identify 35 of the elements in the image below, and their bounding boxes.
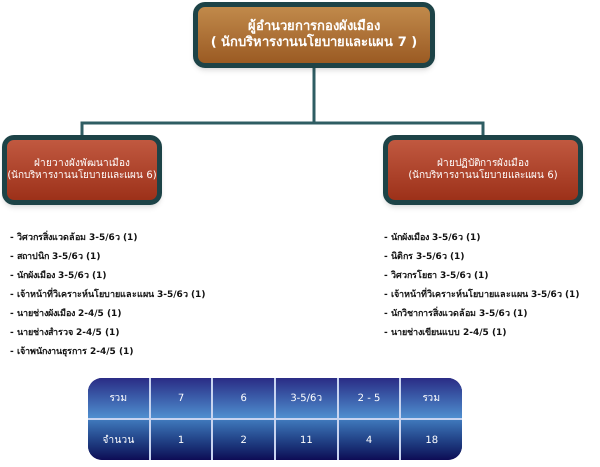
table-cell-text: 1 [178,434,184,448]
table-cell-text: 3-5/6ว [290,392,322,406]
table-cell-text: จำนวน [102,434,134,448]
table-cell-text: 11 [300,434,313,448]
table-cell-text: 18 [425,434,438,448]
box-text: (นักบริหารงานนโยบายและแผน 6) [408,170,558,182]
table-cell-text: 2 - 5 [358,392,380,406]
connector-line [312,68,484,135]
box-text: ฝ่ายปฏิบัติการผังเมือง [437,158,529,168]
staff-item: - นายช่างเขียนแบบ 2-4/5 (1) [384,326,508,340]
staff-item: - นิติกร 3-5/6ว (1) [384,250,466,264]
box-text: ฝ่ายวางผังพัฒนาเมือง [34,158,130,169]
staff-item: - นักวิชาการสิ่งแวดล้อม 3-5/6ว (1) [384,306,580,322]
table-cell-text: 2 [240,434,247,448]
box-text: (นักบริหารงานนโยบายและแผน 6) [7,170,157,182]
org-box [383,135,583,205]
org-box [2,135,162,205]
staff-item: - เจ้าหน้าที่วิเคราะห์นโยบายและแผน 3-5/6ว (1) [10,287,206,303]
table-cell-text: รวม [422,392,441,406]
table-cell-text: 6 [240,392,247,406]
staff-item: - นักผังเมือง 3-5/6ว (1) [10,269,108,283]
org-box [193,2,435,68]
staff-item: - เจ้าพนักงานธุรการ 2-4/5 (1) [10,345,134,359]
staff-item: - วิศวกรโยธา 3-5/6ว (1) [384,268,490,283]
staff-item: - นายช่างสำรวจ 2-4/5 (1) [10,326,120,340]
staff-item: - วิศวกรสิ่งแวดล้อม 3-5/6ว (1) [10,230,206,246]
staff-item: - สถาปนิก 3-5/6ว (1) [10,250,102,264]
staff-item: - นายช่างผังเมือง 2-4/5 (1) [10,307,122,321]
staff-item: - เจ้าหน้าที่วิเคราะห์นโยบายและแผน 3-5/6ว (1) [384,287,580,303]
staff-item: - นักผังเมือง 3-5/6ว (1) [384,231,482,245]
table-cell-text: 7 [178,392,184,406]
table-cell-text: รวม [109,392,128,406]
box-text: ผู้อำนวยการกองผังเมือง [248,18,380,34]
box-text: ( นักบริหารงานนโยบายและแผน 7 ) [210,35,418,52]
table-cell-text: 4 [366,434,372,448]
